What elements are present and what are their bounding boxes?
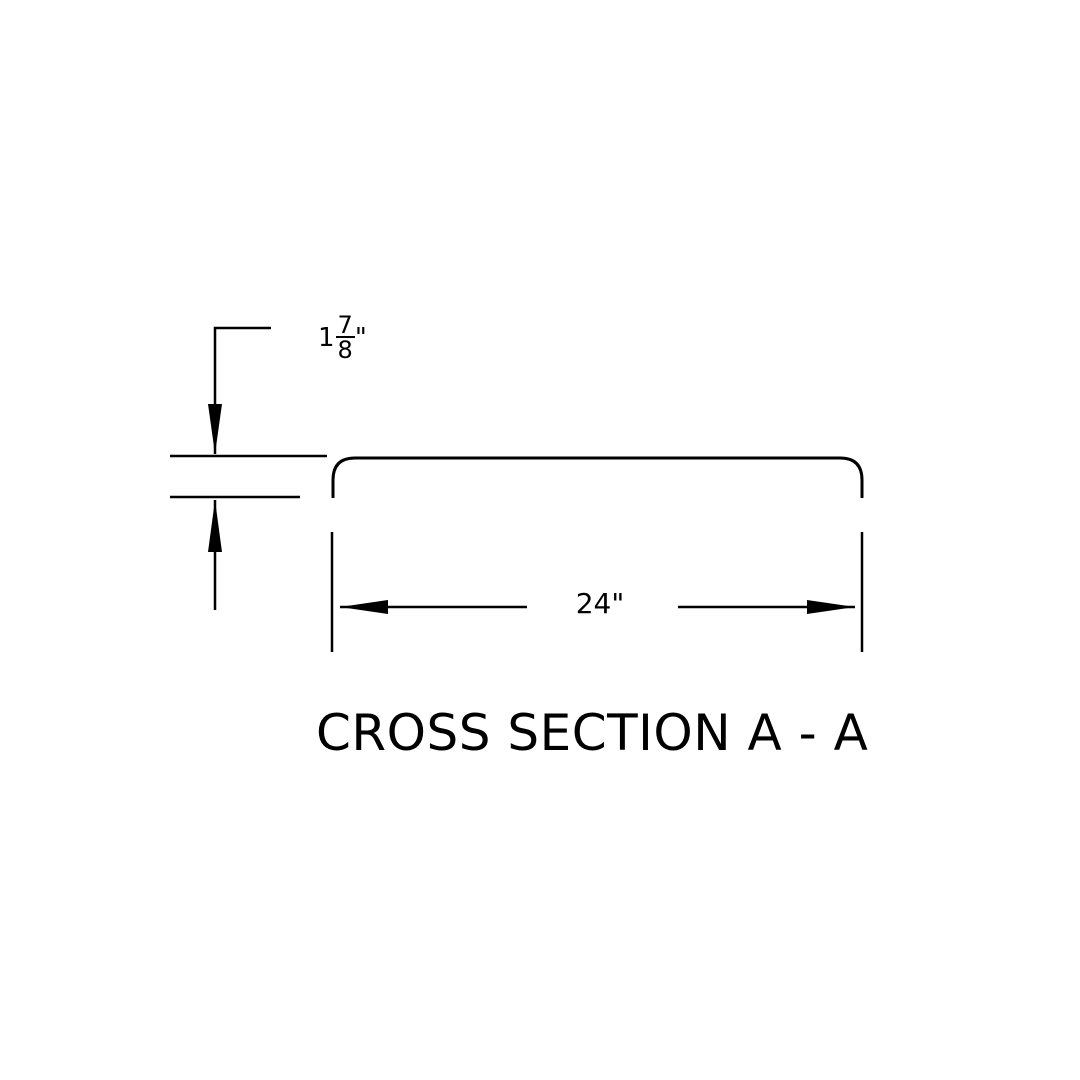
thickness-denominator: 8: [337, 336, 353, 364]
section-title: CROSS SECTION A - A: [316, 704, 869, 762]
thickness-leader: [213, 326, 271, 454]
thickness-arrow-down-icon: [208, 404, 222, 454]
width-arrow-right-icon: [807, 600, 855, 614]
thickness-unit: ": [354, 323, 367, 353]
thickness-arrow-up-icon: [208, 500, 222, 552]
profile-outline: [331, 456, 864, 498]
thickness-dimension-label: 1 7 8 ": [318, 312, 367, 364]
width-dimension-label: 24": [530, 590, 670, 618]
thickness-numerator: 7: [335, 311, 355, 339]
thickness-whole: 1: [318, 323, 335, 353]
width-arrow-left-icon: [340, 600, 388, 614]
thickness-fraction: 7 8: [335, 311, 355, 364]
